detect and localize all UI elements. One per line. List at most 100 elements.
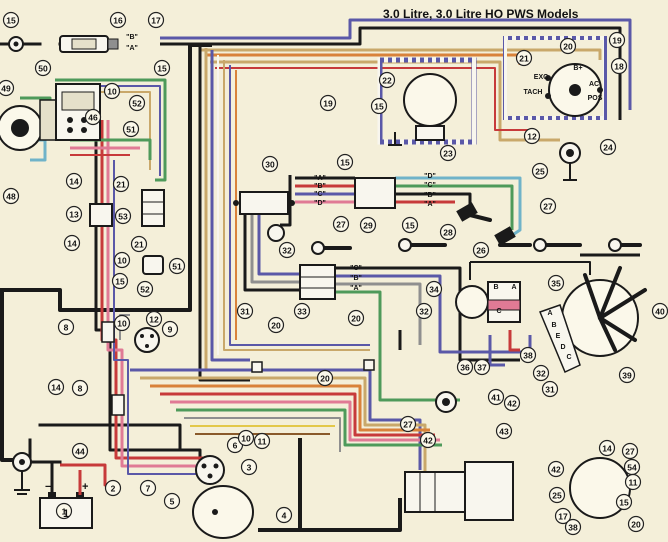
svg-text:27: 27 [625,447,635,457]
svg-text:10: 10 [117,319,127,329]
callout-12: 12 [145,310,163,328]
svg-text:15: 15 [6,16,16,26]
callout-17: 17 [147,11,165,29]
svg-text:21: 21 [134,240,144,250]
svg-text:29: 29 [363,221,373,231]
svg-text:9: 9 [168,325,173,335]
pin-label: A [547,310,552,317]
pin-label: "B" [314,183,326,190]
callout-29: 29 [359,216,377,234]
callout-12: 12 [523,127,541,145]
callout-27: 27 [621,442,639,460]
svg-text:11: 11 [258,437,267,447]
starter-solenoid [195,455,225,485]
callout-33: 33 [293,302,311,320]
svg-text:52: 52 [132,99,142,109]
svg-text:54: 54 [627,463,637,473]
svg-text:32: 32 [536,369,546,379]
callout-27: 27 [539,197,557,215]
svg-text:15: 15 [340,158,350,168]
svg-text:13: 13 [69,210,79,220]
connector-8 [101,321,125,416]
callout-1: 1 [55,502,73,520]
callout-46: 46 [84,108,102,126]
pin-label: "C" [424,182,436,189]
svg-text:23: 23 [443,149,453,159]
callout-14: 14 [47,378,65,396]
callout-15: 15 [401,216,419,234]
callout-25: 25 [531,162,549,180]
svg-text:32: 32 [419,307,429,317]
callout-48: 48 [2,187,20,205]
svg-text:35: 35 [551,279,561,289]
callout-32: 32 [415,302,433,320]
pin-label: B [493,284,498,291]
callout-15: 15 [336,153,354,171]
callout-38: 38 [564,518,582,536]
pin-label: C [496,308,501,315]
callout-32: 32 [278,241,296,259]
alternator [503,36,607,120]
svg-text:20: 20 [351,314,361,324]
callout-15: 15 [370,97,388,115]
callout-52: 52 [128,94,146,112]
svg-text:15: 15 [405,221,415,231]
svg-text:49: 49 [1,84,11,94]
callout-11: 11 [624,473,642,491]
svg-text:2: 2 [111,484,116,494]
connector-33 [299,264,336,300]
pin-label: "D" [424,173,436,180]
svg-text:31: 31 [545,385,555,395]
callout-22: 22 [378,71,396,89]
callout-42: 42 [547,460,565,478]
svg-text:38: 38 [523,351,533,361]
battery-plus: + [82,481,88,493]
battery-number: 1 [63,508,69,520]
svg-text:44: 44 [75,447,85,457]
pin-label: "B" [126,34,138,41]
callout-10: 10 [113,314,131,332]
svg-text:34: 34 [429,285,439,295]
svg-text:30: 30 [265,160,275,170]
callout-17: 17 [554,507,572,525]
pin-label: "B" [350,275,362,282]
svg-text:6: 6 [233,441,238,451]
svg-text:37: 37 [477,363,487,373]
svg-text:31: 31 [240,307,250,317]
battery [39,462,93,529]
pin-label-layer: "B""A""A""B""C""D""D""C""B""A""C""B""A"B… [126,34,603,361]
callout-36: 36 [456,358,474,376]
callout-26: 26 [472,241,490,259]
callout-14: 14 [63,234,81,252]
callout-30: 30 [261,155,279,173]
callout-20: 20 [559,37,577,55]
svg-text:42: 42 [507,399,517,409]
svg-text:51: 51 [172,262,182,272]
callout-2: 2 [104,479,122,497]
callout-19: 19 [608,31,626,49]
callout-44: 44 [71,442,89,460]
pin-label: "A" [424,201,436,208]
sensor-41 [435,391,457,413]
callout-28: 28 [439,223,457,241]
pin-label: POS [588,95,603,102]
svg-text:51: 51 [126,125,136,135]
pin-label: B [551,322,556,329]
switch-51 [142,255,164,275]
callout-14: 14 [65,172,83,190]
callout-4: 4 [275,506,293,524]
svg-text:28: 28 [443,228,453,238]
callout-49: 49 [0,79,15,97]
svg-text:10: 10 [241,434,251,444]
svg-text:32: 32 [282,246,292,256]
connector-53 [141,189,165,227]
callout-19: 19 [319,94,337,112]
svg-text:50: 50 [38,64,48,74]
callout-10: 10 [237,429,255,447]
connector-29 [354,177,396,209]
svg-text:40: 40 [655,307,665,317]
pin-label: TACH [524,89,543,96]
sender-22 [377,57,477,146]
